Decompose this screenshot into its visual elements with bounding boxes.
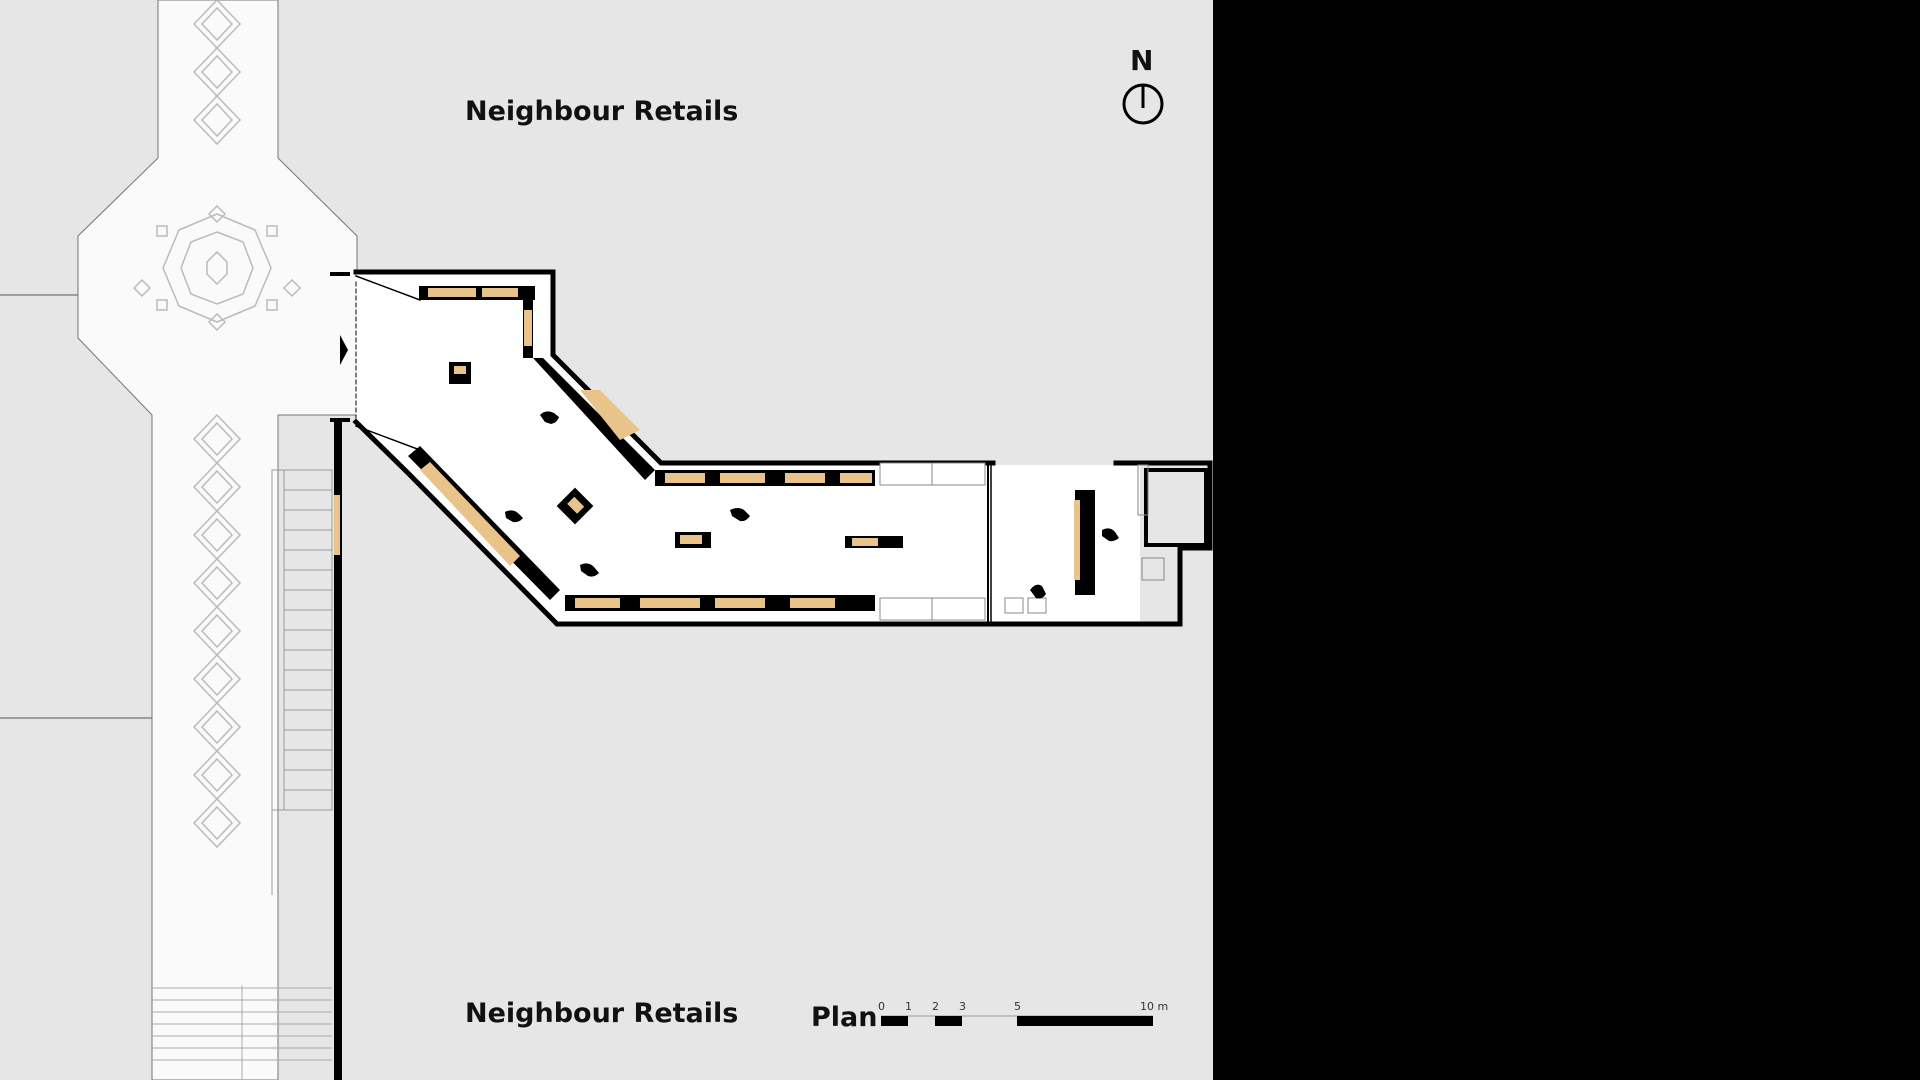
scale-tick-1: 1	[905, 1000, 912, 1013]
floor-plan-drawing	[0, 0, 1213, 1080]
scale-tick-5: 5	[1014, 1000, 1021, 1013]
street-crossing	[152, 985, 332, 1080]
neighbour-retail-label-north: Neighbour Retails	[465, 96, 739, 127]
scale-bar	[881, 1015, 1153, 1026]
scale-tick-0: 0	[878, 1000, 885, 1013]
scale-tick-3: 3	[959, 1000, 966, 1013]
plan-title: Plan	[811, 1002, 878, 1033]
scale-tick-10: 10 m	[1140, 1000, 1169, 1013]
scale-tick-2: 2	[932, 1000, 939, 1013]
exterior-walls	[330, 269, 1213, 1080]
neighbour-retail-label-south: Neighbour Retails	[465, 998, 739, 1029]
display-tables	[449, 362, 903, 548]
north-letter: N	[1130, 44, 1154, 77]
back-room	[1004, 464, 1208, 614]
entrance-arrow-icon	[340, 335, 348, 365]
north-arrow-icon	[1122, 83, 1164, 125]
stair	[271, 469, 333, 895]
pavement-pattern	[192, 0, 242, 849]
floor-ornament-icon	[132, 204, 302, 332]
shop-floor	[356, 274, 1140, 622]
plan-sheet: Neighbour Retails Neighbour Retails Plan…	[0, 0, 1213, 1080]
person-figure-icon	[505, 411, 1119, 599]
pedestrian-street	[77, 0, 358, 1080]
display-shelves	[334, 286, 986, 621]
